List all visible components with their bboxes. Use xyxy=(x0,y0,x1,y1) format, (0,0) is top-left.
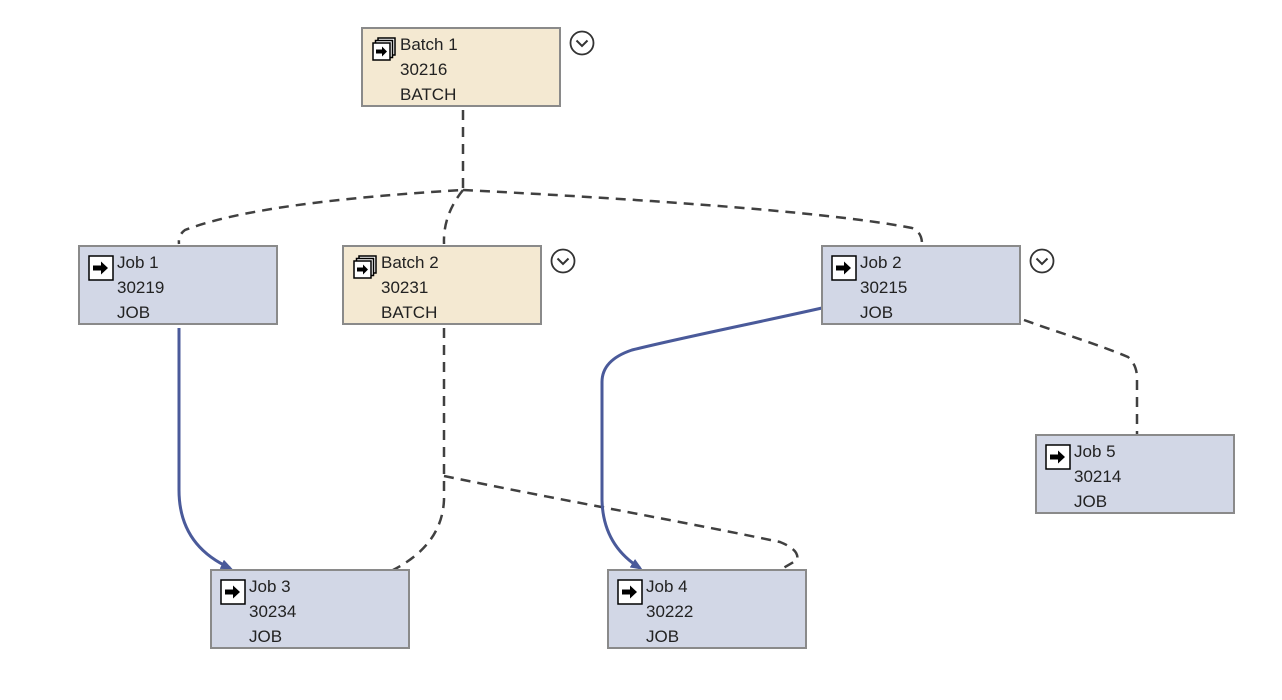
node-id: 30222 xyxy=(646,602,694,621)
node-job5[interactable]: Job 5 30214 JOB xyxy=(1035,434,1235,514)
arrow-right-icon xyxy=(88,255,114,281)
node-job4[interactable]: Job 4 30222 JOB xyxy=(607,569,807,649)
batch-stack-icon xyxy=(353,255,377,279)
node-name: Job 1 xyxy=(117,253,159,272)
node-type: JOB xyxy=(860,303,894,322)
node-type: JOB xyxy=(1074,492,1108,511)
node-id: 30231 xyxy=(381,278,429,297)
node-type: BATCH xyxy=(381,303,438,322)
edge-job2-to-job5 xyxy=(1023,318,1139,434)
arrow-right-icon xyxy=(617,579,643,605)
node-name: Job 2 xyxy=(860,253,902,272)
node-name: Batch 2 xyxy=(381,253,439,272)
edge-batch1-to-job2 xyxy=(462,188,924,245)
expand-chevron-icon[interactable] xyxy=(550,248,576,274)
node-type: JOB xyxy=(249,627,283,646)
dependency-edges xyxy=(177,306,823,570)
node-id: 30215 xyxy=(860,278,908,297)
edge-batch1-to-batch2 xyxy=(442,189,464,245)
node-id: 30219 xyxy=(117,278,165,297)
node-type: JOB xyxy=(646,627,680,646)
node-job3[interactable]: Job 3 30234 JOB xyxy=(210,569,410,649)
edge-job1-to-job3 xyxy=(177,328,233,570)
node-id: 30234 xyxy=(249,602,297,621)
arrow-right-icon xyxy=(1045,444,1071,470)
batch-stack-icon xyxy=(372,37,396,61)
node-type: JOB xyxy=(117,303,151,322)
node-name: Job 5 xyxy=(1074,442,1116,461)
node-id: 30214 xyxy=(1074,467,1122,486)
node-batch1[interactable]: Batch 1 30216 BATCH xyxy=(361,27,561,107)
node-id: 30216 xyxy=(400,60,448,79)
edge-batch2-to-job4 xyxy=(443,474,799,572)
expand-chevron-icon[interactable] xyxy=(569,30,595,56)
node-job2[interactable]: Job 2 30215 JOB xyxy=(821,245,1021,325)
node-name: Job 4 xyxy=(646,577,688,596)
expand-chevron-icon[interactable] xyxy=(1029,248,1055,274)
node-name: Job 3 xyxy=(249,577,291,596)
node-batch2[interactable]: Batch 2 30231 BATCH xyxy=(342,245,542,325)
node-name: Batch 1 xyxy=(400,35,458,54)
arrow-right-icon xyxy=(831,255,857,281)
node-type: BATCH xyxy=(400,85,457,104)
hierarchy-edges xyxy=(177,110,1139,572)
node-job1[interactable]: Job 1 30219 JOB xyxy=(78,245,278,325)
arrow-right-icon xyxy=(220,579,246,605)
edge-job2-to-job4 xyxy=(600,306,823,570)
edge-batch2-to-job3 xyxy=(392,328,446,572)
edge-batch1-to-job1 xyxy=(177,110,465,245)
